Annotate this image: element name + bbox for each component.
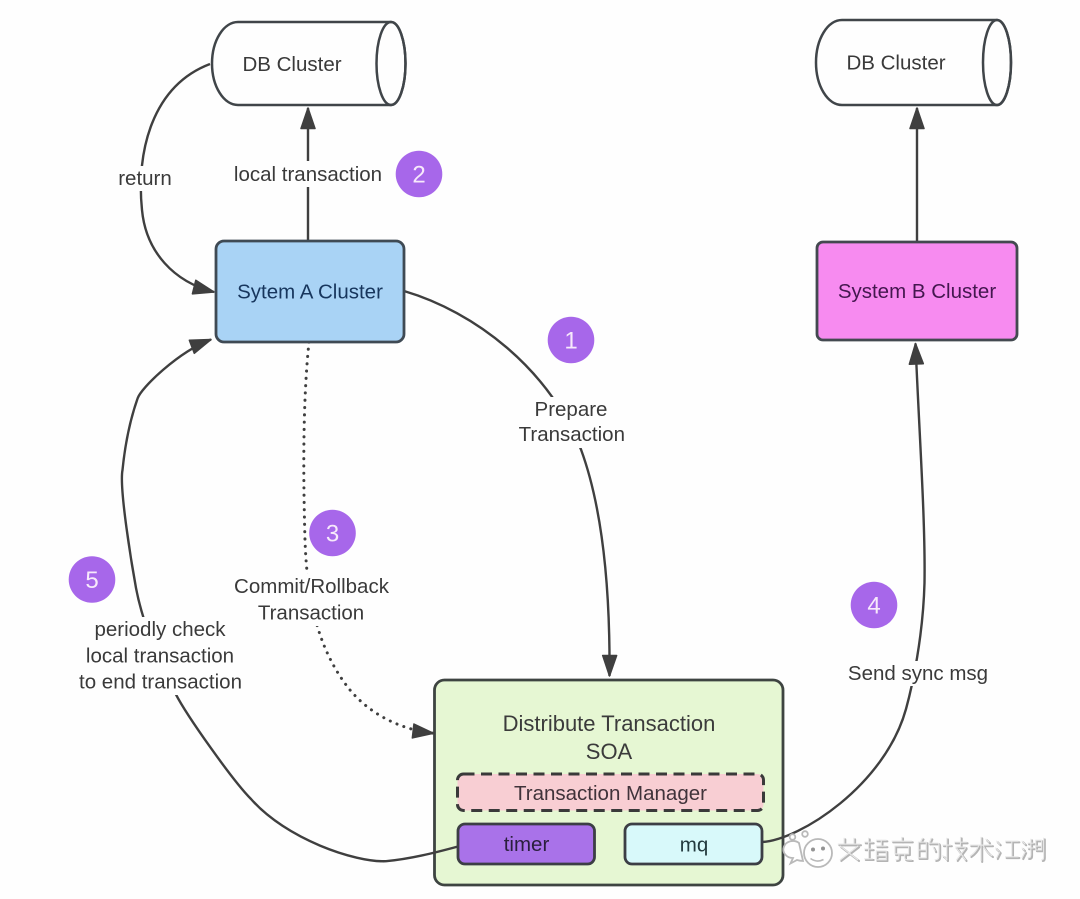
svg-text:mq: mq bbox=[680, 834, 708, 857]
svg-text:Prepare: Prepare bbox=[535, 398, 608, 421]
svg-text:Commit/Rollback: Commit/Rollback bbox=[234, 575, 390, 598]
svg-text:4: 4 bbox=[867, 592, 880, 619]
svg-text:3: 3 bbox=[326, 520, 339, 547]
svg-text:Sytem A Cluster: Sytem A Cluster bbox=[237, 281, 383, 304]
svg-text:Transaction: Transaction bbox=[519, 423, 625, 446]
svg-text:System B Cluster: System B Cluster bbox=[838, 280, 997, 303]
svg-text:local transaction: local transaction bbox=[86, 645, 234, 668]
svg-text:Transaction: Transaction bbox=[258, 602, 364, 625]
svg-text:periodly check: periodly check bbox=[94, 618, 226, 641]
svg-text:SOA: SOA bbox=[586, 739, 633, 764]
svg-text:DB Cluster: DB Cluster bbox=[846, 52, 945, 75]
svg-text:5: 5 bbox=[85, 567, 98, 594]
svg-text:Transaction Manager: Transaction Manager bbox=[514, 782, 707, 805]
svg-text:Distribute Transaction: Distribute Transaction bbox=[503, 711, 716, 736]
svg-text:2: 2 bbox=[412, 161, 425, 188]
svg-text:DB Cluster: DB Cluster bbox=[242, 53, 341, 76]
svg-text:Send sync msg: Send sync msg bbox=[848, 662, 988, 685]
svg-text:1: 1 bbox=[564, 327, 577, 354]
svg-text:return: return bbox=[118, 167, 172, 190]
svg-text:timer: timer bbox=[504, 833, 550, 856]
svg-text:to end transaction: to end transaction bbox=[79, 671, 242, 694]
svg-text:local transaction: local transaction bbox=[234, 163, 382, 186]
